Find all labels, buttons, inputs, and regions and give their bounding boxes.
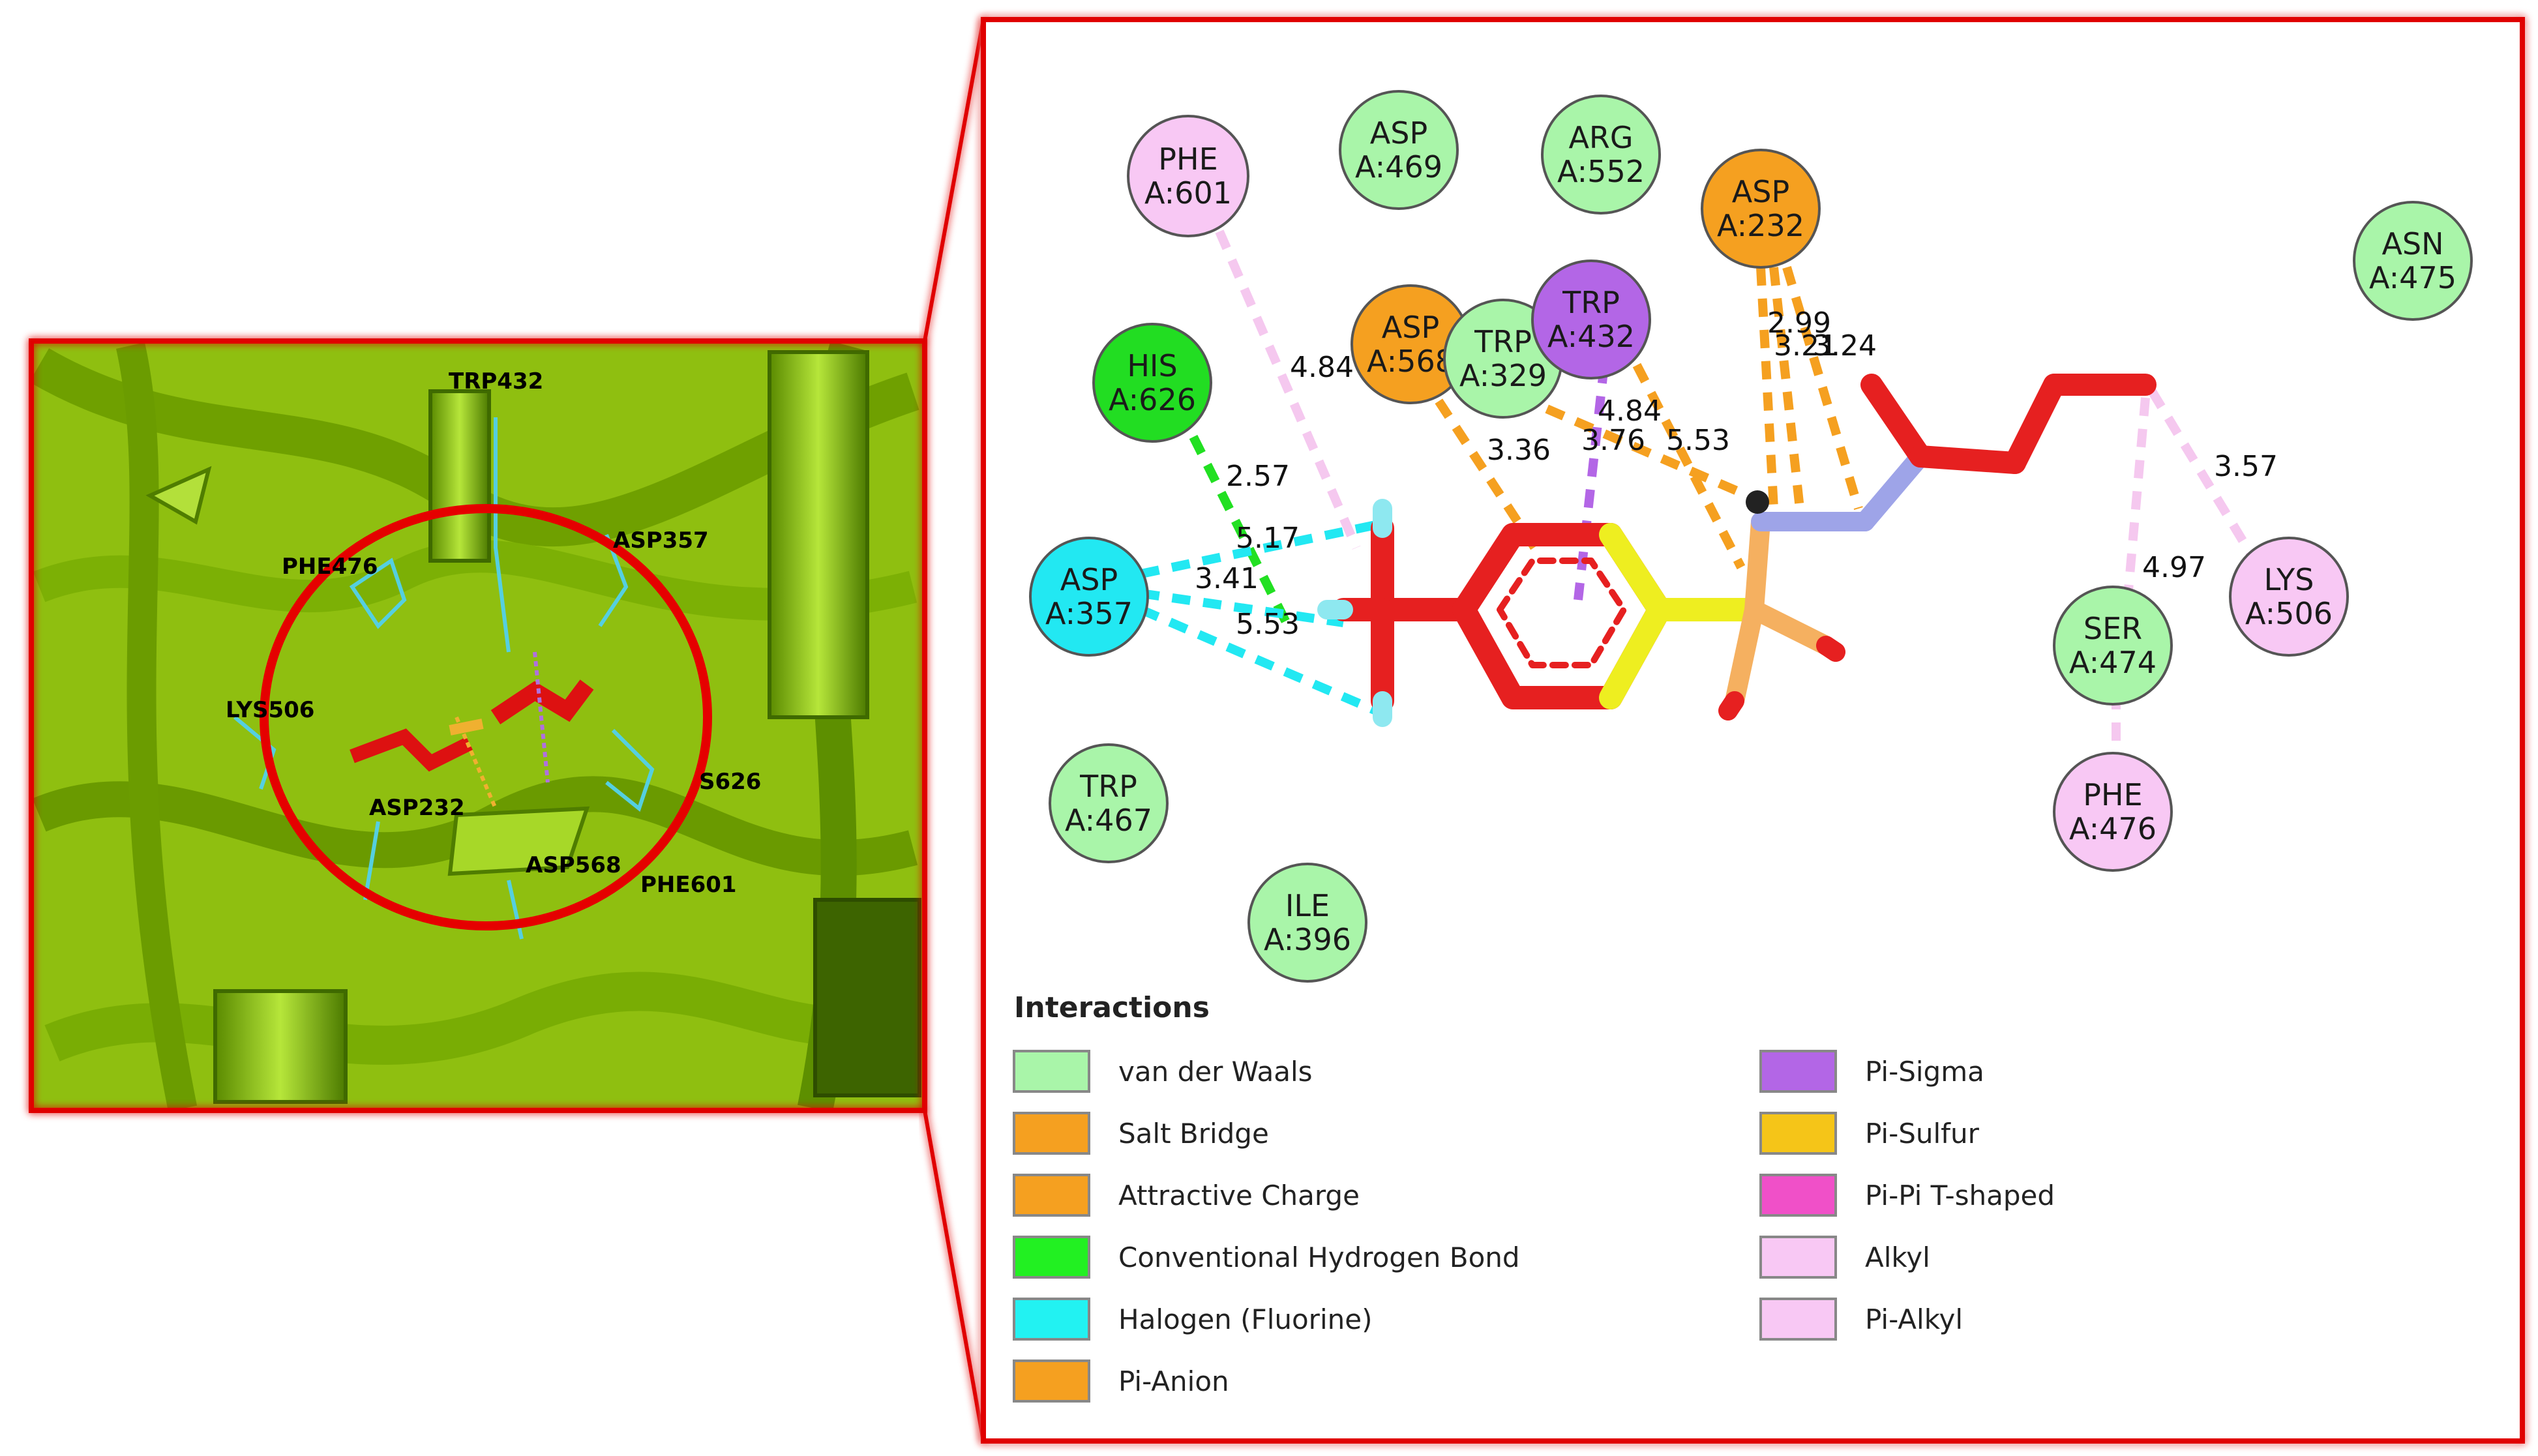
residue-asp357: ASP A:357 — [1029, 537, 1149, 657]
legend-label: Pi-Sulfur — [1865, 1118, 1980, 1150]
svg-text:A:396: A:396 — [1264, 922, 1351, 957]
legend-label: Pi-Sigma — [1865, 1056, 1984, 1088]
residue-arg552: ARG A:552 — [1541, 95, 1661, 215]
residue-lys506: LYS A:506 — [2229, 537, 2349, 657]
svg-text:A:626: A:626 — [1109, 382, 1196, 417]
residue-trp432: TRP A:432 — [1531, 260, 1651, 379]
legend-swatch — [1759, 1236, 1837, 1279]
distance-label: 4.84 — [1290, 351, 1354, 384]
svg-text:ASP: ASP — [1732, 174, 1789, 209]
interaction-2d-panel: PHE A:601 ASP A:469 ARG A:552 ASP A:232 … — [981, 17, 2525, 1444]
svg-text:A:506: A:506 — [2245, 596, 2333, 631]
svg-text:ASP: ASP — [1370, 115, 1427, 151]
residue-asn475: ASN A:475 — [2353, 201, 2473, 321]
legend-swatch — [1013, 1112, 1090, 1155]
label-3d-asp232: ASP232 — [369, 795, 465, 821]
distance-label: 3.21 — [1774, 329, 1838, 363]
svg-text:TRP: TRP — [1562, 285, 1620, 320]
svg-text:A:476: A:476 — [2069, 811, 2157, 846]
svg-text:A:552: A:552 — [1557, 154, 1645, 189]
distance-label: 3.76 — [1581, 424, 1645, 457]
svg-text:SER: SER — [2083, 611, 2142, 646]
legend-label: van der Waals — [1118, 1056, 1313, 1088]
svg-text:LYS: LYS — [2264, 562, 2314, 597]
legend-swatch — [1013, 1050, 1090, 1093]
svg-text:HIS: HIS — [1127, 348, 1177, 383]
distance-label: 2.57 — [1226, 460, 1290, 493]
legend-label: Salt Bridge — [1118, 1118, 1269, 1150]
residue-ser474: SER A:474 — [2053, 586, 2173, 706]
svg-text:PHE: PHE — [2083, 777, 2142, 812]
distance-label: 5.53 — [1666, 424, 1730, 457]
svg-text:A:568: A:568 — [1367, 344, 1454, 379]
ligand — [1317, 374, 2157, 727]
label-3d-asp568: ASP568 — [526, 852, 621, 878]
residue-his626: HIS A:626 — [1092, 323, 1212, 443]
svg-text:A:467: A:467 — [1065, 803, 1152, 838]
distance-label: 4.97 — [2142, 551, 2206, 584]
svg-text:A:469: A:469 — [1355, 149, 1442, 185]
interaction-lines — [1139, 230, 2267, 756]
distance-label: 3.41 — [1195, 562, 1259, 595]
svg-text:A:329: A:329 — [1459, 358, 1547, 393]
svg-text:TRP: TRP — [1079, 769, 1137, 804]
distance-label: 5.17 — [1236, 522, 1300, 555]
legend-label: Halogen (Fluorine) — [1118, 1303, 1372, 1335]
svg-text:A:474: A:474 — [2069, 645, 2157, 680]
residue-asp232: ASP A:232 — [1701, 149, 1821, 269]
legend-label: Pi-Anion — [1118, 1365, 1229, 1397]
legend-swatch — [1759, 1050, 1837, 1093]
distance-label: 3.36 — [1487, 434, 1551, 467]
svg-text:ASN: ASN — [2381, 226, 2443, 261]
label-3d-phe601: PHE601 — [640, 872, 737, 898]
svg-text:A:475: A:475 — [2369, 260, 2456, 295]
zoom-connectors — [923, 19, 985, 1442]
distance-label: 3.57 — [2214, 450, 2278, 483]
svg-text:A:232: A:232 — [1717, 208, 1804, 243]
distance-label: 4.84 — [1598, 394, 1662, 428]
zoom-source-frame — [29, 338, 927, 1113]
svg-text:A:601: A:601 — [1144, 175, 1232, 211]
distance-labels: 4.84 2.57 5.17 3.41 5.53 3.36 4.84 3.76 … — [1195, 306, 2278, 641]
legend-swatch — [1759, 1298, 1837, 1341]
legend-swatch — [1013, 1236, 1090, 1279]
legend-label: Alkyl — [1865, 1241, 1930, 1273]
svg-text:TRP: TRP — [1474, 324, 1532, 359]
legend-label: Conventional Hydrogen Bond — [1118, 1241, 1520, 1273]
label-3d-asp357: ASP357 — [613, 527, 709, 554]
legend-swatch — [1759, 1174, 1837, 1217]
legend-title: Interactions — [1014, 991, 1210, 1024]
svg-text:ASP: ASP — [1060, 562, 1118, 597]
residue-ile396: ILE A:396 — [1247, 863, 1367, 983]
legend-label: Attractive Charge — [1118, 1180, 1360, 1211]
legend-swatch — [1013, 1174, 1090, 1217]
svg-text:A:432: A:432 — [1547, 319, 1635, 354]
svg-text:ASP: ASP — [1382, 310, 1439, 345]
legend-label: Pi-Pi T-shaped — [1865, 1180, 2055, 1211]
legend-swatch — [1759, 1112, 1837, 1155]
residue-phe476: PHE A:476 — [2053, 752, 2173, 872]
distance-label: 3.24 — [1813, 329, 1877, 363]
residue-asp469: ASP A:469 — [1339, 90, 1459, 210]
distance-label: 5.53 — [1236, 608, 1300, 641]
residue-trp467: TRP A:467 — [1049, 743, 1169, 863]
protein-3d-panel: TRP432 PHE476 ASP357 LYS506 ASP232 S626 … — [29, 338, 927, 1113]
label-3d-trp432: TRP432 — [449, 368, 543, 394]
svg-text:ILE: ILE — [1285, 888, 1330, 923]
svg-text:A:357: A:357 — [1045, 596, 1133, 631]
svg-text:ARG: ARG — [1568, 120, 1633, 155]
label-3d-phe476: PHE476 — [282, 554, 378, 580]
label-3d-his626: S626 — [699, 769, 761, 795]
label-3d-lys506: LYS506 — [226, 697, 314, 723]
legend-swatch — [1013, 1298, 1090, 1341]
svg-text:PHE: PHE — [1158, 141, 1217, 177]
legend-swatch — [1013, 1359, 1090, 1403]
legend-label: Pi-Alkyl — [1865, 1303, 1963, 1335]
residue-phe601: PHE A:601 — [1127, 115, 1249, 237]
distance-label: 2.99 — [1767, 306, 1831, 340]
